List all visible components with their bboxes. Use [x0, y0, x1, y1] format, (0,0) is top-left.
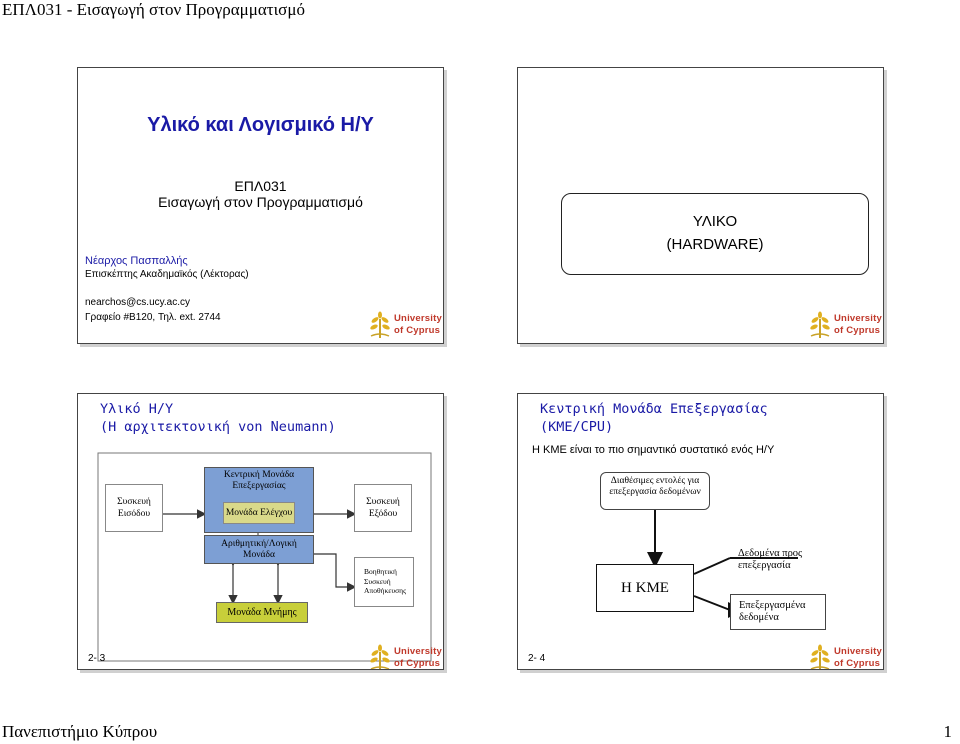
hardware-line2: (HARDWARE) — [666, 236, 764, 253]
university-logo: University of Cyprus — [367, 311, 443, 339]
olive-branch-icon — [810, 311, 830, 338]
page-header: ΕΠΛ031 - Εισαγωγή στον Προγραμματισμό — [2, 0, 305, 19]
logo-text-line1: University — [834, 313, 882, 324]
slide-title-line2: (Η αρχιτεκτονική von Neumann) — [100, 419, 336, 435]
data-in-label: Δεδομένα προς επεξεργασία — [738, 548, 803, 571]
slide-1: Υλικό και Λογισμικό Η/Υ ΕΠΛ031 Εισαγωγή … — [77, 67, 444, 344]
course-code: ΕΠΛ031 — [234, 178, 287, 194]
instructions-label: Διαθέσιμες εντολές για επεξεργασία δεδομ… — [609, 476, 701, 497]
memory-box: Μονάδα Μνήμης — [216, 602, 308, 623]
slide-title-line2: (ΚΜΕ/CPU) — [540, 419, 614, 435]
data-out-box: Επεξεργασμένα δεδομένα — [730, 594, 826, 630]
page-footer-left: Πανεπιστήμιο Κύπρου — [2, 722, 158, 741]
alu-label: Αριθμητική/Λογική Μονάδα — [221, 539, 297, 560]
output-device-label: Συσκευή Εξόδου — [366, 497, 400, 519]
author-name: Νέαρχος Πασπαλλής — [85, 255, 188, 267]
slide-4: Κεντρική Μονάδα Επεξεργασίας (ΚΜΕ/CPU) Η… — [517, 393, 884, 670]
logo-text-line2: of Cyprus — [394, 325, 441, 336]
logo-text-line2: of Cyprus — [834, 658, 881, 669]
slide-2: ΥΛΙΚΟ (HARDWARE) University of Cyprus — [517, 67, 884, 344]
university-logo: University of Cyprus — [367, 644, 443, 669]
office-info: Γραφείο #B120, Τηλ. ext. 2744 — [85, 312, 221, 323]
cpu-box: Η ΚΜΕ — [596, 564, 694, 612]
instructions-box: Διαθέσιμες εντολές για επεξεργασία δεδομ… — [600, 472, 710, 510]
page-number: 2- 4 — [528, 653, 546, 664]
storage-device-box: Βοηθητική Συσκευή Αποθήκευσης — [354, 557, 414, 607]
olive-branch-icon — [370, 311, 390, 338]
storage-arrow — [314, 553, 357, 592]
slide-3: Υλικό Η/Υ (Η αρχιτεκτονική von Neumann) … — [77, 393, 444, 670]
input-device-label: Συσκευή Εισόδου — [117, 497, 151, 519]
slide-title-line1: Υλικό Η/Υ — [100, 401, 174, 417]
output-device-box: Συσκευή Εξόδου — [354, 484, 412, 532]
olive-branch-icon — [810, 644, 830, 669]
page-footer-number: 1 — [943, 722, 953, 741]
cpu-flow-diagram — [647, 510, 798, 618]
author-role: Επισκέπτης Ακαδημαϊκός (Λέκτορας) — [85, 269, 249, 280]
storage-device-label: Βοηθητική Συσκευή Αποθήκευσης — [364, 567, 407, 595]
university-logo: University of Cyprus — [807, 311, 883, 339]
logo-text-line1: University — [394, 646, 442, 657]
author-email[interactable]: nearchos@cs.ucy.ac.cy — [85, 297, 191, 308]
memory-label: Μονάδα Μνήμης — [227, 607, 297, 618]
university-logo: University of Cyprus — [807, 644, 883, 669]
slide-subtitle: Η ΚΜΕ είναι το πιο σημαντικό συστατικό ε… — [532, 444, 775, 456]
hardware-box: ΥΛΙΚΟ (HARDWARE) — [561, 193, 869, 275]
slide-title-line1: Κεντρική Μονάδα Επεξεργασίας — [540, 401, 768, 417]
alu-box: Αριθμητική/Λογική Μονάδα — [204, 535, 314, 564]
cpu-label: Η ΚΜΕ — [621, 580, 669, 596]
slide-title: Υλικό και Λογισμικό Η/Υ — [147, 114, 374, 136]
data-out-label: Επεξεργασμένα δεδομένα — [739, 600, 806, 623]
cpu-label: Κεντρική Μονάδα Επεξεργασίας — [223, 470, 295, 491]
page-number: 2- 3 — [88, 653, 106, 664]
control-unit-label: Μονάδα Ελέγχου — [225, 508, 293, 518]
control-unit-box: Μονάδα Ελέγχου — [223, 502, 295, 524]
data-in-line-a — [693, 557, 731, 575]
logo-text-line2: of Cyprus — [394, 658, 441, 669]
course-name: Εισαγωγή στον Προγραμματισμό — [158, 194, 363, 210]
logo-text-line1: University — [834, 646, 882, 657]
data-out-line-a — [693, 595, 731, 611]
hardware-line1: ΥΛΙΚΟ — [692, 213, 738, 230]
olive-branch-icon — [370, 644, 390, 669]
logo-text-line2: of Cyprus — [834, 325, 881, 336]
logo-text-line1: University — [394, 313, 442, 324]
cpu-box: Κεντρική Μονάδα Επεξεργασίας Μονάδα Ελέγ… — [204, 467, 314, 533]
input-device-box: Συσκευή Εισόδου — [105, 484, 163, 532]
